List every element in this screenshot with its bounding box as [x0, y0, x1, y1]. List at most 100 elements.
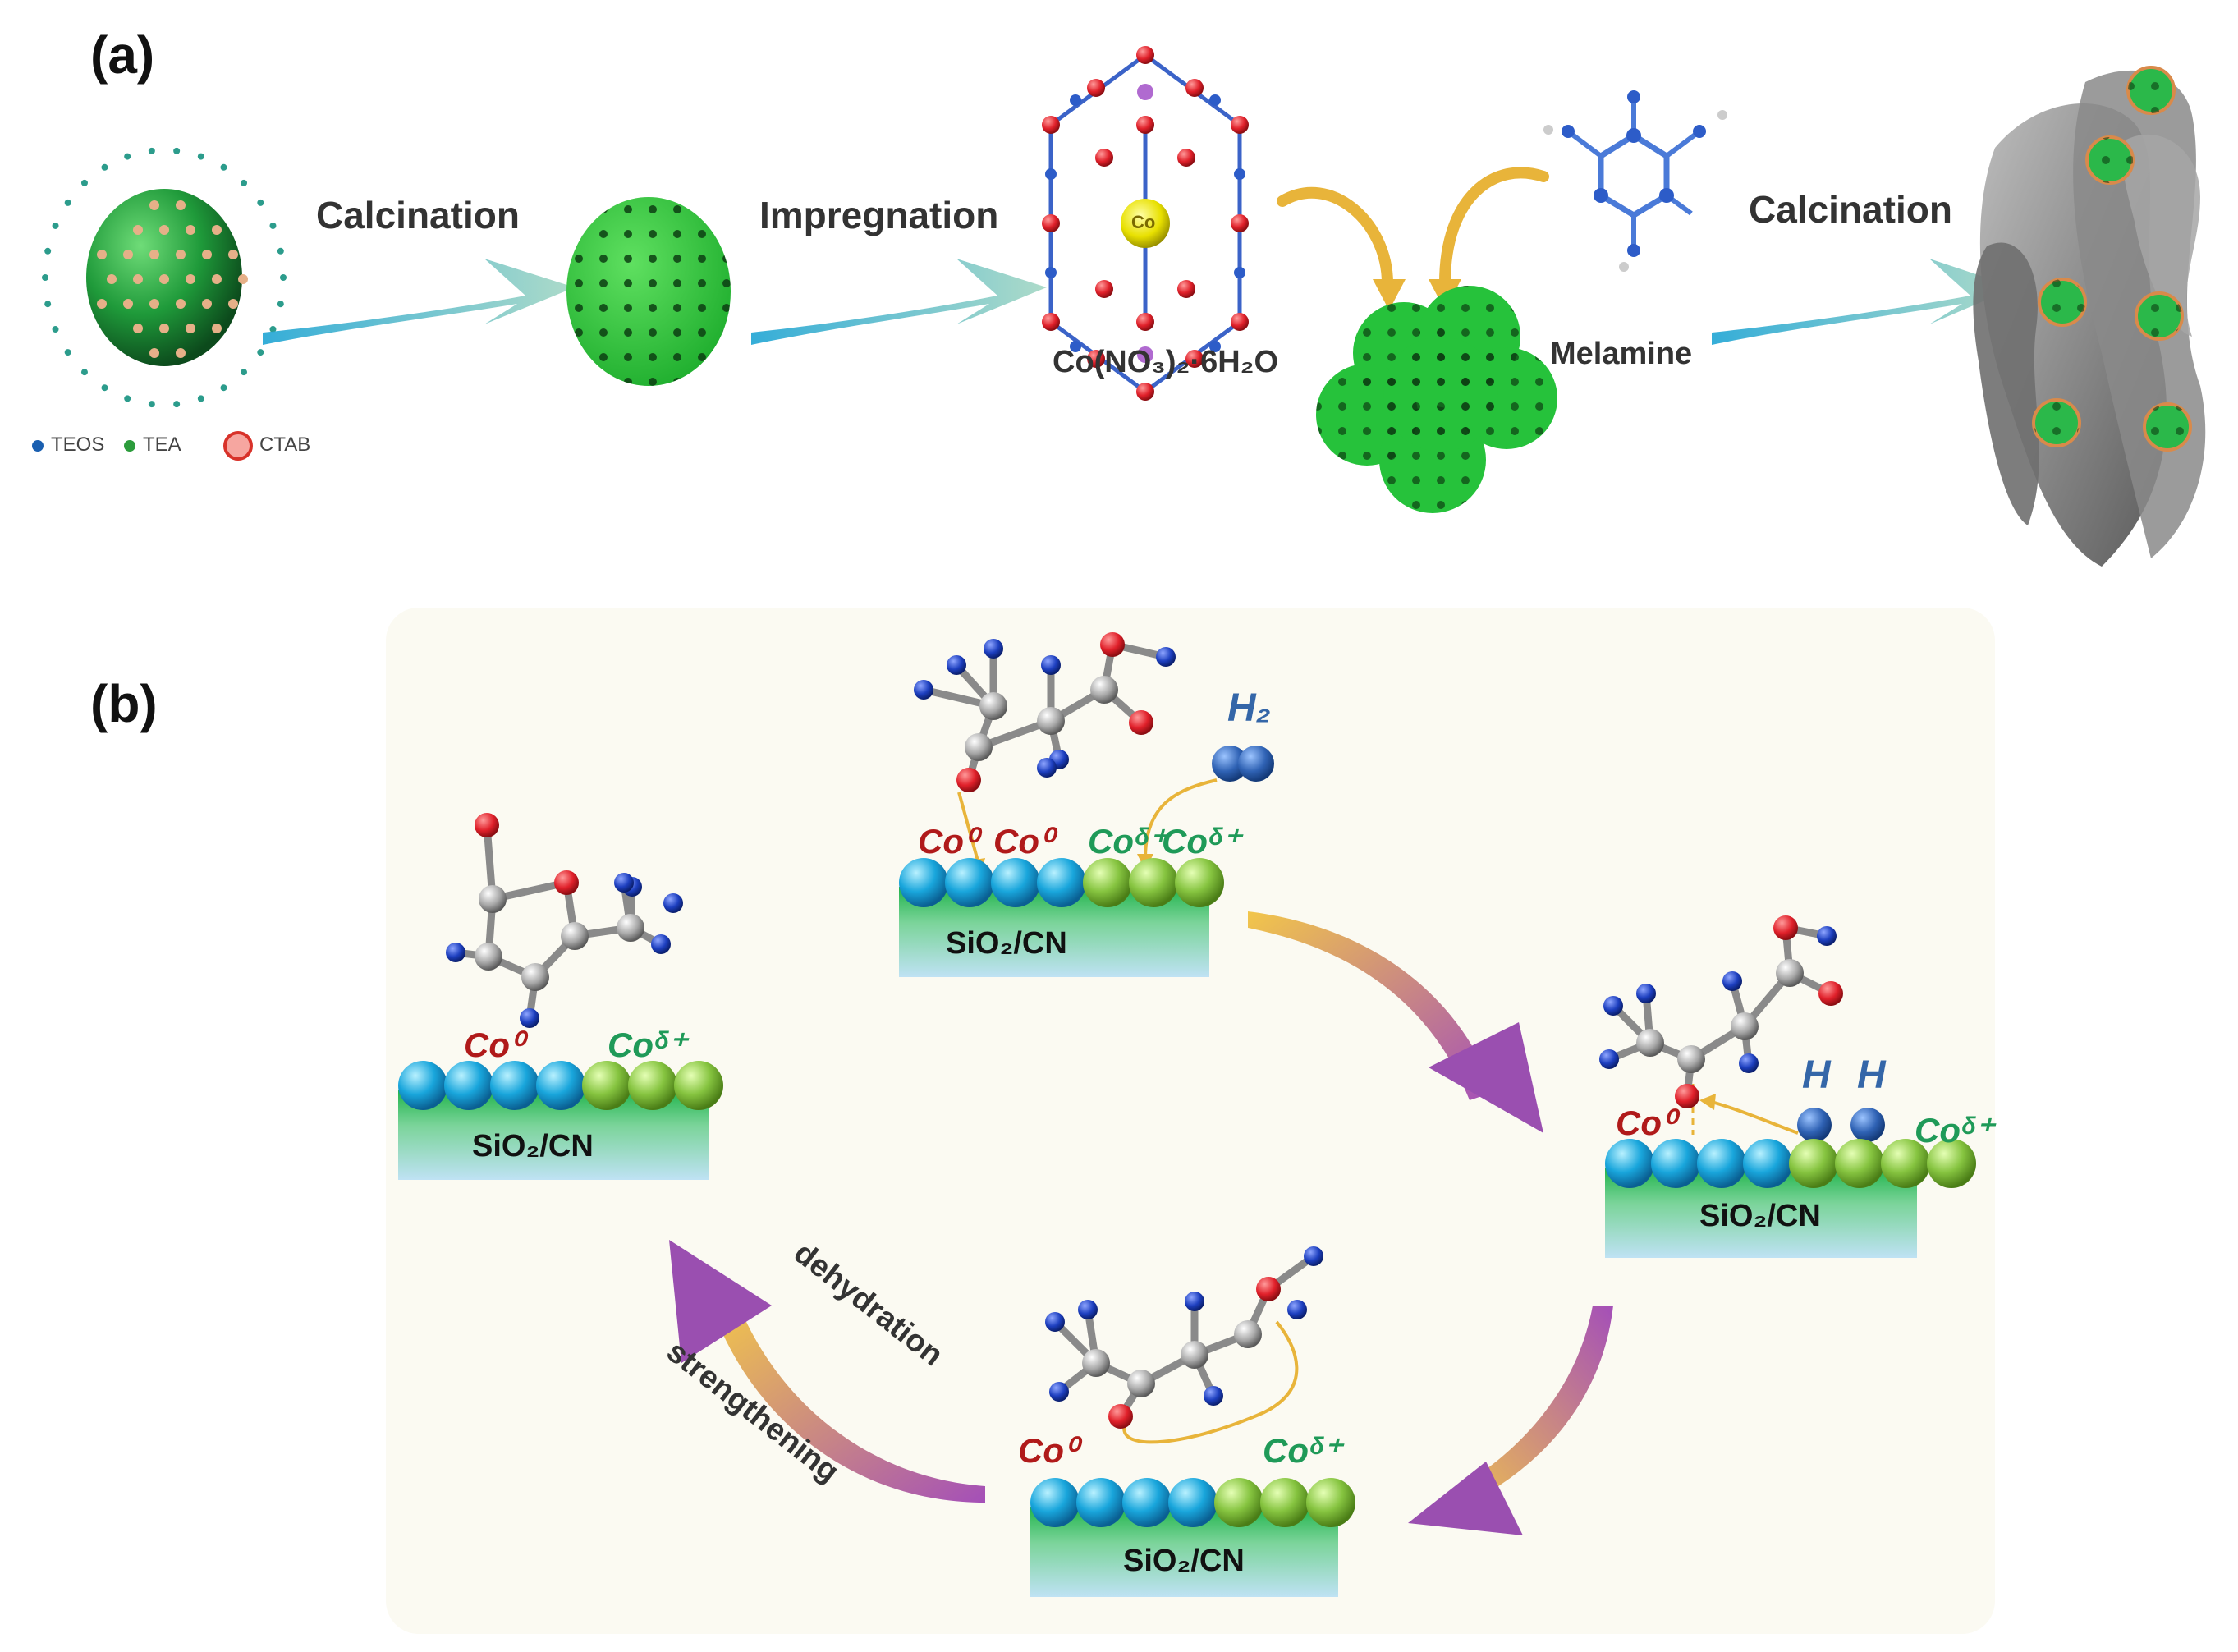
atom: [1304, 1246, 1323, 1266]
cycle-arrow-bottom-left: [669, 1240, 985, 1503]
step-label-calcination-1: Calcination: [316, 194, 520, 236]
atom: [1287, 1300, 1307, 1319]
cobalt-nitrate-complex: [1042, 46, 1249, 401]
h2-label: H₂: [1227, 686, 1271, 730]
left-catalyst-surface: [398, 1061, 723, 1180]
melamine-molecule: [1543, 90, 1727, 272]
step-label-impregnation: Impregnation: [759, 194, 999, 236]
atom: [1722, 971, 1742, 991]
cycle-arrow-top-right: [1248, 911, 1543, 1133]
atom: [914, 680, 933, 700]
atom: [1090, 676, 1118, 704]
panel-a: [32, 46, 2206, 567]
top-support-label: SiO₂/CN: [946, 926, 1067, 961]
left-codelta-label: Coᵟ⁺: [608, 1026, 687, 1064]
intermediate-right: [1599, 915, 1843, 1108]
atom: [984, 639, 1003, 659]
atom: [1041, 655, 1061, 675]
atom: [1818, 981, 1843, 1006]
atom: [1185, 1292, 1204, 1311]
cn-sheets-product: [1973, 66, 2206, 567]
atom: [1731, 1012, 1759, 1040]
cobalt-center-atom: [1121, 199, 1170, 248]
mixing-arrows: [1277, 167, 1549, 310]
template-sphere: [42, 147, 287, 408]
co0-sphere: [1037, 858, 1086, 907]
codelta-sphere: [1789, 1139, 1838, 1188]
co0-sphere: [536, 1061, 585, 1110]
bottom-support-label: SiO₂/CN: [1123, 1544, 1245, 1578]
atom: [1636, 984, 1656, 1003]
atom: [1256, 1277, 1281, 1301]
atom: [475, 943, 502, 971]
atom: [520, 1008, 539, 1028]
co0-sphere: [444, 1061, 493, 1110]
atom: [1204, 1386, 1223, 1406]
precursor-label: Co(NO₃)₂·6H₂O: [1053, 345, 1279, 379]
atom: [1776, 959, 1804, 987]
legend-teos-marker: [32, 440, 44, 452]
left-support-label: SiO₂/CN: [472, 1129, 594, 1163]
atom: [1078, 1300, 1098, 1319]
intermediate-bottom: [1045, 1246, 1323, 1429]
codelta-sphere: [1083, 858, 1132, 907]
melamine-label: Melamine: [1550, 337, 1693, 371]
atom: [1739, 1053, 1759, 1073]
atom: [1599, 1049, 1619, 1069]
top-catalyst-surface: [899, 858, 1224, 977]
left-co0-label: Co⁰: [464, 1026, 524, 1064]
atom: [1037, 707, 1065, 735]
impregnated-cluster: [1316, 286, 1557, 513]
bottom-catalyst-surface: [1030, 1478, 1355, 1597]
top-co0-label-2: Co⁰: [993, 822, 1053, 860]
atom: [614, 873, 634, 893]
atom: [1603, 996, 1623, 1016]
codelta-sphere: [1260, 1478, 1309, 1527]
atom: [965, 733, 993, 761]
atom: [1675, 1084, 1699, 1108]
co0-sphere: [1122, 1478, 1172, 1527]
right-catalyst-surface: [1605, 1139, 1976, 1258]
step-label-calcination-2: Calcination: [1749, 188, 1952, 231]
codelta-sphere: [1881, 1139, 1930, 1188]
atom: [956, 768, 981, 792]
codelta-sphere: [1129, 858, 1178, 907]
atom: [1636, 1029, 1664, 1057]
arrow-impregnation: [751, 259, 1047, 345]
legend-ctab-label: CTAB: [259, 434, 311, 456]
codelta-sphere: [1175, 858, 1224, 907]
cobalt-atom-label: Co: [1131, 212, 1156, 232]
panel-b-label: (b): [90, 674, 158, 733]
legend-teos-label: TEOS: [51, 434, 105, 456]
arrow-calcination-1: [263, 259, 575, 345]
atom: [651, 934, 671, 954]
atom: [663, 893, 683, 913]
codelta-sphere: [1306, 1478, 1355, 1527]
arrow-calcination-2: [1712, 259, 2016, 345]
co0-sphere: [945, 858, 994, 907]
atom: [617, 914, 644, 942]
co0-sphere: [1743, 1139, 1792, 1188]
levulinic-acid-top: [914, 632, 1176, 792]
atom: [1100, 632, 1125, 657]
dissociated-h-atoms: [1691, 1084, 1885, 1142]
cyclization-arrow: [1122, 1320, 1299, 1444]
atom: [1773, 915, 1798, 940]
co0-sphere: [398, 1061, 447, 1110]
atom: [1127, 1370, 1155, 1397]
top-co0-label-1: Co⁰: [918, 822, 978, 860]
atom: [1677, 1045, 1705, 1073]
atom: [554, 870, 579, 895]
atom: [475, 813, 499, 837]
atom: [1049, 1382, 1069, 1402]
right-co0-label: Co⁰: [1616, 1104, 1676, 1142]
top-codelta-label-2: Coᵟ⁺: [1162, 822, 1241, 860]
atom: [1181, 1341, 1208, 1369]
legend-tea-label: TEA: [143, 434, 181, 456]
bottom-codelta-label: Coᵟ⁺: [1263, 1431, 1342, 1470]
panel-b: [386, 608, 1995, 1634]
top-codelta-label-1: Coᵟ⁺: [1088, 822, 1167, 860]
co0-sphere: [991, 858, 1040, 907]
legend: [32, 431, 253, 461]
co0-sphere: [1076, 1478, 1126, 1527]
